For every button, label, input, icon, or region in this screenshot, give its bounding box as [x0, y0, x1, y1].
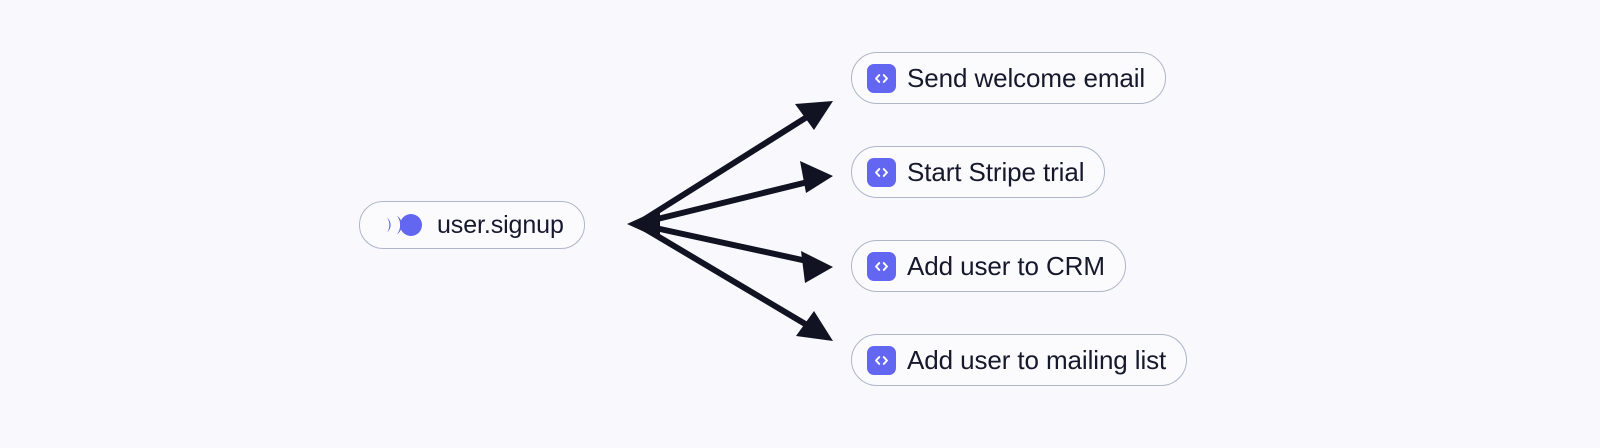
- node-label: Send welcome email: [907, 62, 1146, 93]
- code-icon: [867, 63, 896, 93]
- node-user-signup[interactable]: user.signup: [359, 201, 585, 249]
- code-icon: [867, 251, 896, 281]
- node-label: user.signup: [437, 210, 564, 239]
- code-icon: [867, 157, 896, 187]
- node-add-user-to-crm[interactable]: Add user to CRM: [851, 240, 1126, 292]
- node-label: Add user to CRM: [907, 250, 1105, 281]
- code-icon: [867, 345, 896, 375]
- edge-junction-arrowhead: [627, 209, 660, 239]
- edge-to-add-user-to-mailing-list: [635, 221, 833, 341]
- event-emit-icon: [379, 213, 423, 237]
- node-send-welcome-email[interactable]: Send welcome email: [851, 52, 1167, 104]
- node-add-user-to-mailing-list[interactable]: Add user to mailing list: [851, 334, 1188, 386]
- edge-to-send-welcome-email: [635, 101, 833, 227]
- node-start-stripe-trial[interactable]: Start Stripe trial: [851, 146, 1106, 198]
- edge-to-add-user-to-crm: [636, 221, 833, 283]
- node-label: Start Stripe trial: [907, 156, 1085, 187]
- edge-to-start-stripe-trial: [636, 161, 833, 227]
- node-label: Add user to mailing list: [907, 344, 1167, 375]
